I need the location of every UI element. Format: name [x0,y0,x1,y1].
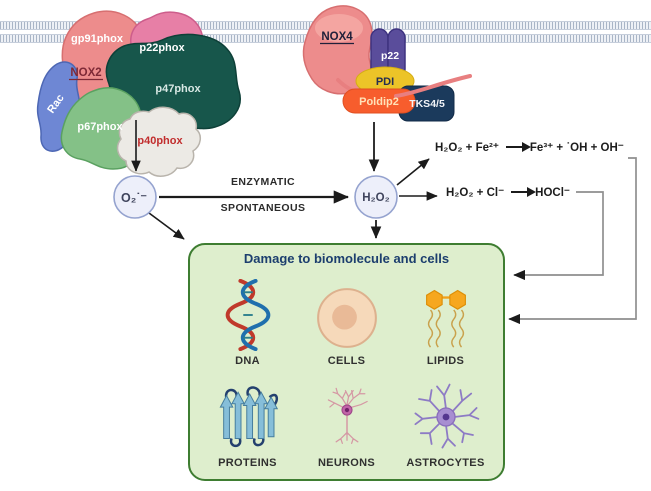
damage-box-grid: DNA CELLS LIPIDS [198,266,495,471]
spontaneous-label: SPONTANEOUS [220,202,306,214]
fenton-reaction: H₂O₂ + Fe²⁺ Fe³⁺ + ˙OH + OH⁻ [435,140,624,154]
dna-label: DNA [235,354,260,367]
h2o2-circle [354,175,398,219]
p67phox-label: p67phox [77,121,123,133]
hocl-lhs: H₂O₂ + Cl⁻ [446,187,505,199]
cells-label: CELLS [327,354,366,367]
pdi-label: PDI [376,76,394,88]
neuron-icon [327,387,368,444]
fenton-rhs: Fe³⁺ + ˙OH + OH⁻ [529,142,624,154]
lipids-label: LIPIDS [426,354,465,367]
damage-box-title: Damage to biomolecule and cells [243,251,450,266]
reaction-arrow-icon [511,187,537,196]
superoxide-label: O₂˙⁻ [121,191,147,205]
hypochlorous-reaction: H₂O₂ + Cl⁻ HOCl⁻ [446,185,570,199]
enzymatic-label: ENZYMATIC [230,176,296,188]
damage-box: Damage to biomolecule and cells DNA CELL… [188,243,505,481]
p22-label: p22 [381,50,399,62]
damage-item-dna: DNA [198,266,297,369]
neurons-label: NEURONS [317,457,376,469]
feedback-arrow-fenton-to-box [508,157,637,325]
damage-item-cells: CELLS [297,266,396,369]
astrocyte-icon [414,383,479,449]
fenton-lhs: H₂O₂ + Fe²⁺ [435,142,499,154]
arrow-superoxide-to-box [148,212,185,240]
p40phox-blob [116,106,201,177]
nox4-highlight [315,14,363,42]
p22phox-label: p22phox [139,42,185,54]
gp91phox-label: gp91phox [71,33,124,45]
damage-item-astrocytes: ASTROCYTES [396,369,495,472]
reaction-arrow-icon [505,142,531,151]
cell-icon [316,287,377,348]
p47phox-label: p47phox [155,83,201,95]
superoxide-circle [113,175,157,219]
proteins-label: PROTEINS [218,457,277,469]
hocl-rhs: HOCl⁻ [535,187,570,199]
h2o2-label: H₂O₂ [362,192,389,204]
astrocytes-label: ASTROCYTES [406,457,485,469]
nox4-tail-right [394,74,472,98]
dna-icon [225,278,270,351]
nox2-label: NOX2 [70,67,101,79]
damage-item-lipids: LIPIDS [396,266,495,369]
p40phox-label: p40phox [137,135,183,147]
feedback-arrow-hocl-to-box [513,191,604,281]
protein-icon [219,386,278,448]
nox4-label: NOX4 [321,31,353,43]
tks45-label: TKS4/5 [409,98,445,110]
lipid-icon [425,289,466,348]
damage-item-proteins: PROTEINS [198,369,297,472]
arrow-h2o2-to-fenton [396,158,430,186]
damage-item-neurons: NEURONS [297,369,396,472]
poldip2-label: Poldip2 [359,96,399,108]
